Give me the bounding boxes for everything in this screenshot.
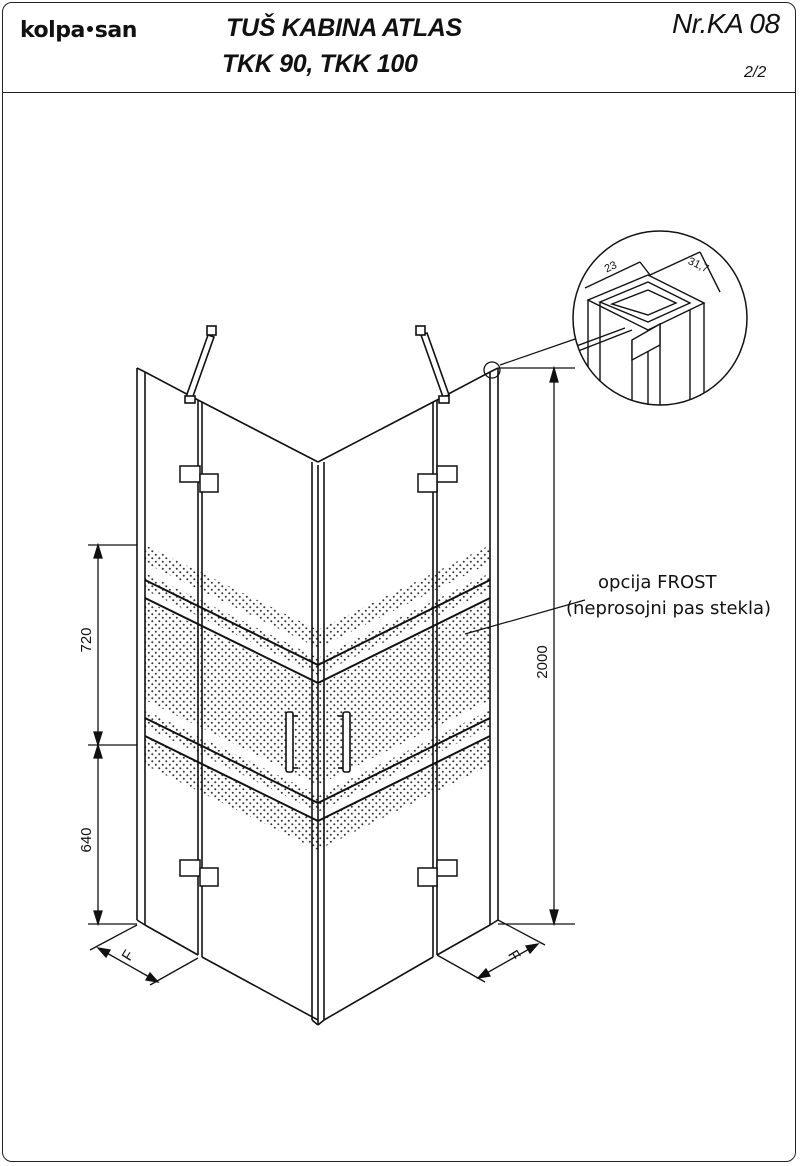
dim-height-total: [498, 365, 575, 927]
door-handles: [285, 711, 351, 773]
frost-note-line-2: (neprosojni pas stekla): [566, 598, 771, 619]
dim-height-total-label: 2000: [534, 645, 551, 678]
detail-dim-a: 23: [603, 259, 619, 275]
frost-clear-stripes: [145, 563, 490, 822]
title-line-1: TUŠ KABINA ATLAS: [226, 14, 462, 42]
dim-frost-band: [88, 542, 137, 927]
dim-frost-band-label: 720: [78, 627, 95, 652]
logo-text-b: san: [94, 18, 138, 43]
logo-text-a: kolpa: [20, 18, 85, 43]
brand-logo: kolpa san: [20, 18, 137, 43]
profile-detail: [573, 251, 721, 405]
hinges: [179, 465, 458, 887]
document-number: Nr.KA 08: [672, 8, 780, 39]
frost-band-lines: [144, 579, 491, 822]
detail-marker: [483, 361, 501, 379]
frost-note-line-1: opcija FROST: [598, 572, 718, 593]
dim-right-width: [436, 919, 546, 983]
detail-leader-line: [499, 337, 579, 366]
page-number: 2/2: [744, 64, 767, 81]
header-divider: [2, 92, 796, 93]
title-line-2: TKK 90, TKK 100: [222, 50, 418, 78]
dim-left-width: [89, 924, 199, 986]
frost-leader-line: [464, 599, 586, 635]
stabilizer-arms: [184, 325, 451, 404]
dim-lower-part-label: 640: [78, 827, 95, 852]
